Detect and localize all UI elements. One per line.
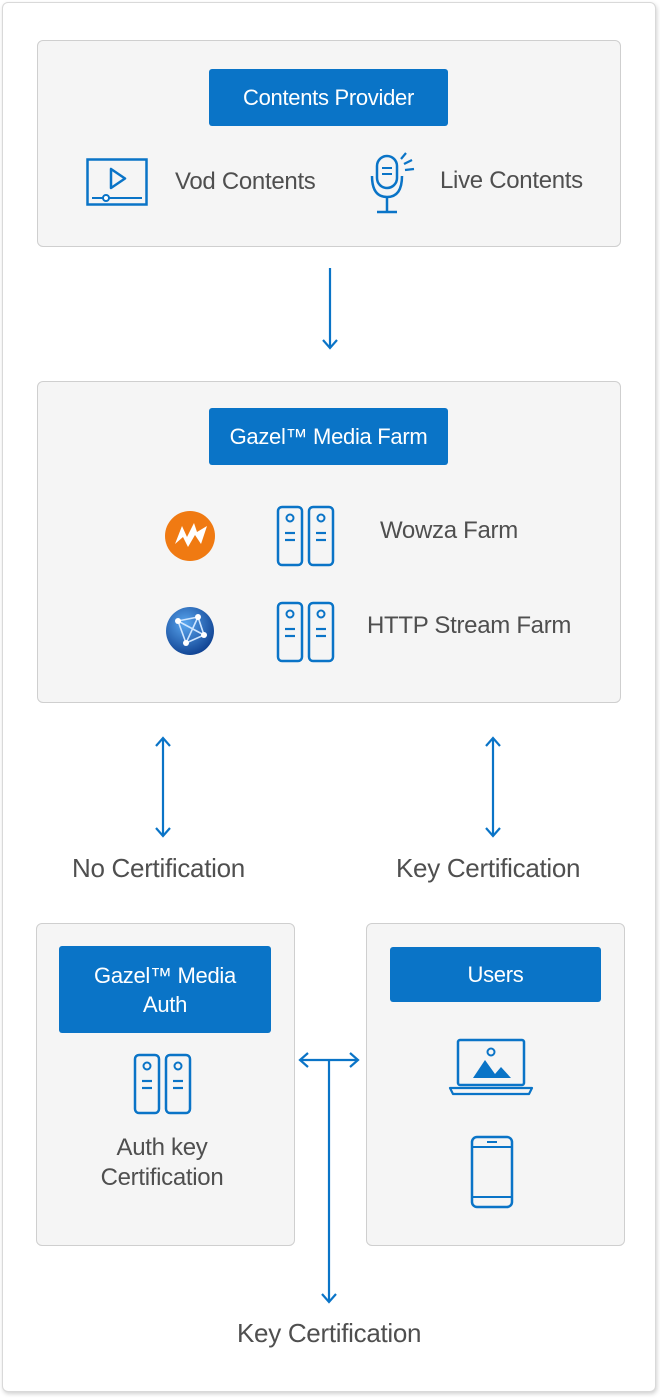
- video-player-icon: [86, 158, 148, 206]
- down-arrow-icon: [322, 268, 338, 350]
- bottom-key-certification-label: Key Certification: [237, 1318, 422, 1348]
- http-stream-farm-label: HTTP Stream Farm: [367, 612, 572, 639]
- bidirectional-arrow-icon: [155, 736, 171, 838]
- wowza-farm-label: Wowza Farm: [380, 517, 518, 544]
- media-farm-title: Gazel™ Media Farm: [209, 408, 448, 465]
- wowza-logo-icon: [165, 511, 215, 561]
- media-auth-title-line2: Auth: [142, 991, 188, 1017]
- media-auth-title-line1: Gazel™ Media: [94, 962, 236, 988]
- microphone-icon: [370, 152, 415, 214]
- contents-provider-title: Contents Provider: [209, 69, 448, 126]
- auth-users-connector-icon: [298, 1052, 360, 1304]
- bidirectional-arrow-icon: [485, 736, 501, 838]
- server-icon: [276, 505, 335, 567]
- media-auth-title: Gazel™ Media Auth: [59, 946, 271, 1033]
- server-icon: [133, 1053, 192, 1115]
- smartphone-icon: [470, 1135, 514, 1209]
- live-contents-label: Live Contents: [440, 167, 583, 194]
- auth-key-certification-caption: Auth key Certification: [62, 1133, 262, 1193]
- key-certification-label: Key Certification: [396, 853, 581, 883]
- server-icon: [276, 601, 335, 663]
- globe-network-icon: [166, 607, 214, 655]
- laptop-image-icon: [448, 1038, 534, 1096]
- no-certification-label: No Certification: [72, 853, 245, 883]
- auth-caption-line2: Certification: [100, 1164, 224, 1191]
- vod-contents-label: Vod Contents: [175, 168, 316, 195]
- auth-caption-line1: Auth key: [116, 1134, 208, 1161]
- users-title: Users: [390, 947, 601, 1002]
